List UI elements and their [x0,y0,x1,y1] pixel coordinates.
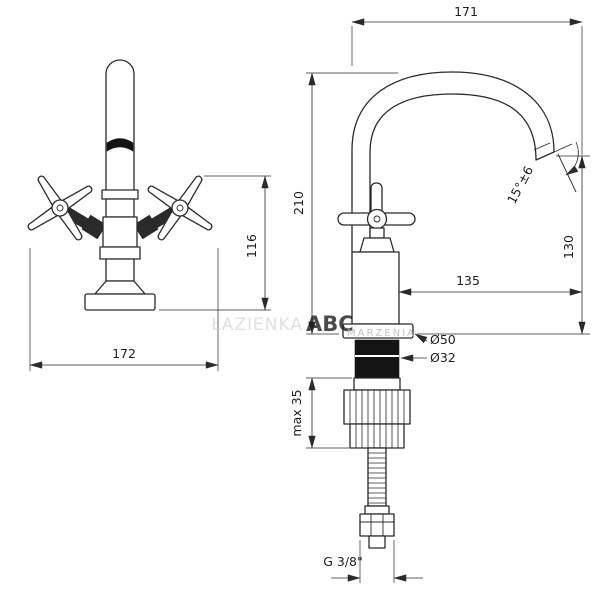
dim-label-front-height: 116 [244,234,259,258]
front-left-cross-handle [27,175,93,241]
side-dim-top-width: 171 [351,4,583,155]
side-nut-upper-knurl [349,390,405,424]
side-handle-bonnet [359,237,395,253]
front-right-handle-boss [133,214,159,240]
front-right-cross-handle [147,175,213,241]
side-view [337,71,555,549]
dim-label-angle: 15°±6 [504,163,536,206]
side-dim-base-diameter: Ø50 [414,332,456,347]
side-hose-nut [359,513,395,537]
dim-label-top-width: 171 [454,4,478,19]
dim-label-total-height: 210 [291,191,306,215]
front-neck [105,258,135,282]
front-collar-lower [99,246,141,260]
front-body-upper [105,198,135,218]
side-hose-collar [364,505,390,515]
dim-label-max-thickness: max 35 [289,389,304,436]
front-left-handle-boss [81,214,107,240]
side-threaded-rod [367,447,387,507]
side-dim-spout-height: 130 [417,155,590,335]
dim-label-spout-reach: 135 [456,273,480,288]
dim-label-base-diameter: Ø50 [430,332,456,347]
front-collar-upper [101,189,139,200]
dim-label-shank-diameter: Ø32 [430,350,456,365]
side-spout-aerator-line [533,142,551,151]
dim-label-thread: G 3/8" [323,554,363,569]
side-rod-threads [368,452,386,504]
front-spout-opening-mark [106,138,134,152]
side-nut-lower [349,423,405,449]
side-dim-shank-diameter: Ø32 [400,350,456,365]
watermark: ŁAZIENKA ABC MARZENIA [210,312,416,339]
side-dim-total-height: 210 [291,72,398,335]
side-hose-stub [368,535,386,549]
side-dim-max-thickness: max 35 [289,377,352,449]
watermark-tagline: MARZENIA [347,328,416,339]
side-handle-hub [366,208,388,230]
side-dim-thread: G 3/8" [323,540,423,583]
side-body [351,251,400,325]
side-handle-hub-cap [373,215,381,223]
watermark-brand: ABC [306,312,354,336]
front-view [27,59,213,311]
side-nut-lower-knurl [355,424,399,448]
side-nut-upper [343,389,411,425]
side-nut-collar [353,377,401,391]
side-handle-stem [369,227,385,239]
side-dim-spout-reach: 135 [398,273,583,296]
side-base-plate [342,323,414,339]
front-base-plate [84,293,156,311]
dim-label-spout-height: 130 [561,235,576,259]
front-dim-height: 116 [159,175,271,311]
front-dim-width: 172 [29,248,219,371]
front-body-mid [102,216,138,248]
dim-label-front-width: 172 [112,346,136,361]
front-spout-pipe [105,59,135,193]
front-base-flare [94,280,146,295]
watermark-prefix: ŁAZIENKA [210,315,303,335]
side-shank-black [354,339,400,379]
